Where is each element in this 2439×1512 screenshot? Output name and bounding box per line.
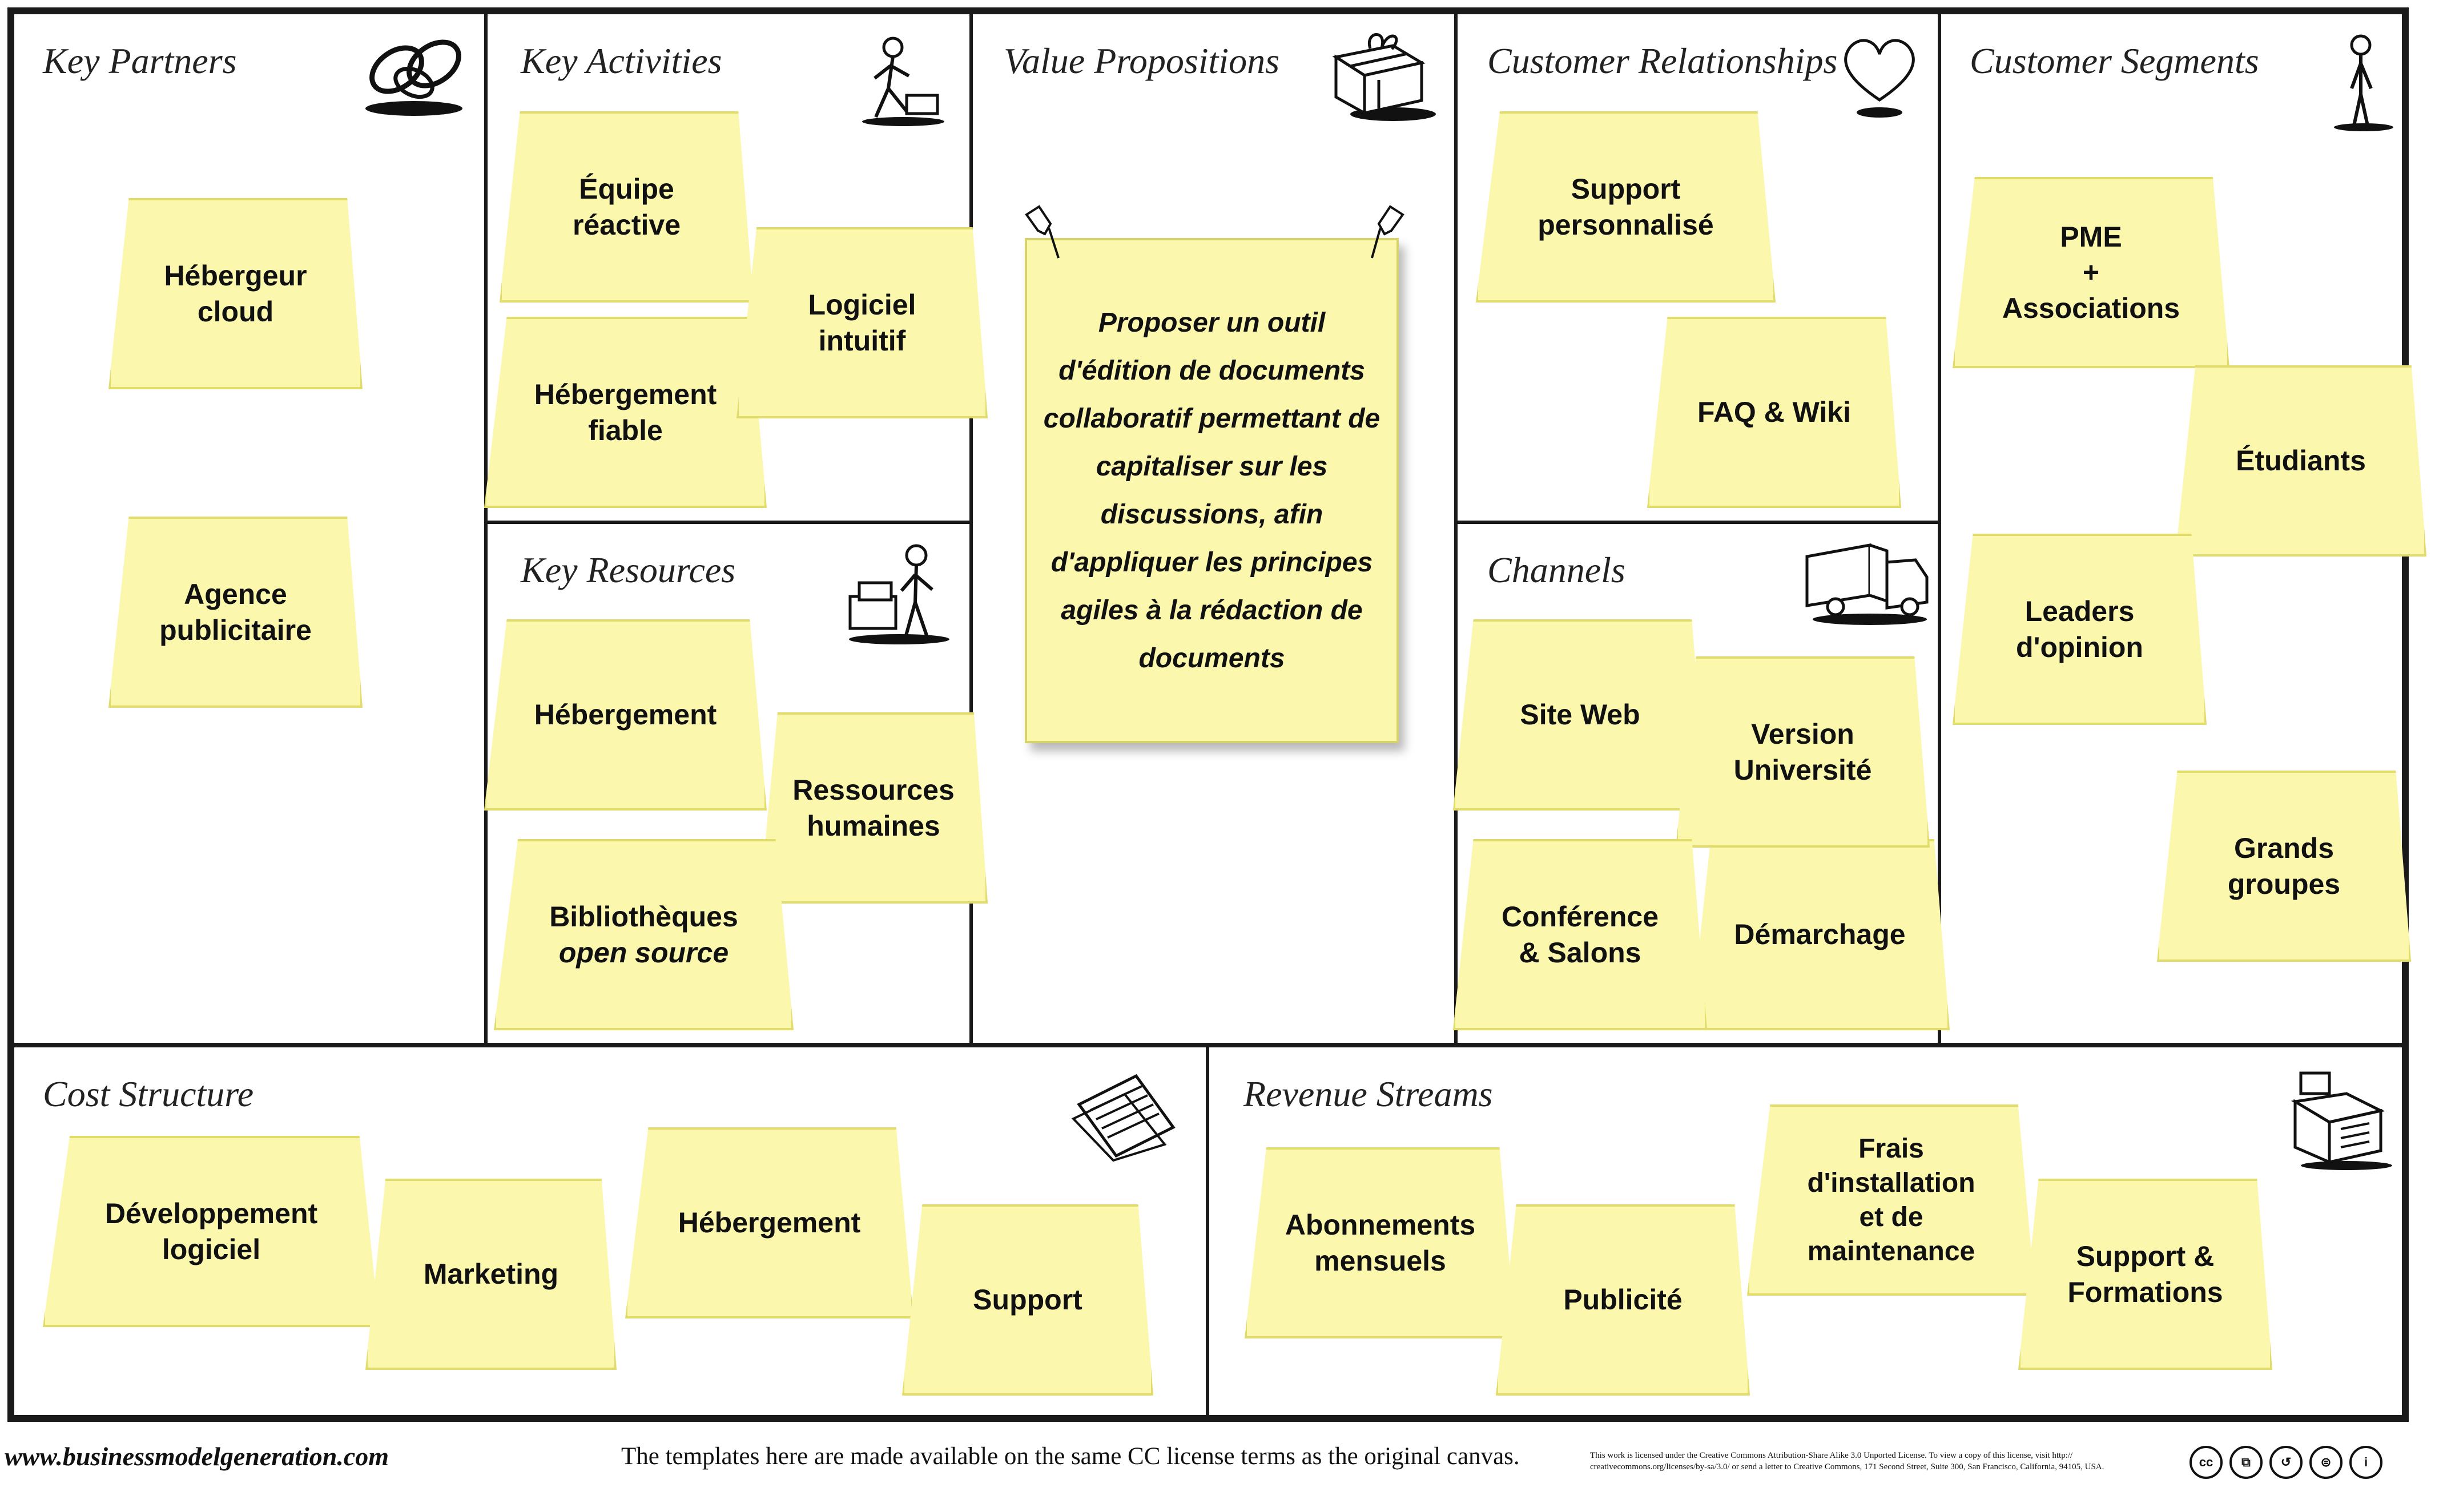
sticky-note-frais-installation: Frais d'installation et de maintenance: [1747, 1104, 2035, 1296]
sticky-note-site-web: Site Web: [1453, 619, 1707, 811]
divider-cr-ch: [1456, 521, 1939, 524]
price-tag-icon: [1071, 1074, 1176, 1162]
divider-kp-ka: [484, 7, 488, 1046]
sticky-note-grands-groupes: Grands groupes: [2157, 771, 2411, 962]
divider-ka-vp: [969, 7, 973, 1046]
person-with-boxes-icon: [848, 544, 949, 644]
divider-ka-kr: [486, 521, 971, 524]
channels-title: Channels: [1487, 550, 1625, 590]
footer-license-text: This work is licensed under the Creative…: [1590, 1451, 2104, 1472]
key-partners-title: Key Partners: [43, 41, 237, 81]
customer-segments-title: Customer Segments: [1970, 41, 2259, 81]
sticky-note-conference-salons: Conférence & Salons: [1453, 839, 1707, 1030]
no-derivatives-icon: ⊜: [2309, 1446, 2343, 1479]
library-note-line2: open source: [558, 936, 729, 969]
sticky-note-bibliotheques-open-source: Bibliothèques open source: [494, 839, 794, 1030]
sticky-note-hebergeur-cloud: Hébergeur cloud: [108, 198, 363, 389]
sticky-note-etudiants: Étudiants: [2175, 365, 2426, 557]
key-activities-title: Key Activities: [521, 41, 722, 81]
chain-links-icon: [365, 39, 462, 116]
sticky-note-demarchage: Démarchage: [1690, 839, 1950, 1030]
sticky-note-agence-publicitaire: Agence publicitaire: [108, 517, 363, 708]
divider-cr-cs: [1938, 7, 1941, 1046]
delivery-truck-icon: [1805, 543, 1929, 625]
sticky-note-version-universite: Version Université: [1676, 656, 1930, 848]
canvas-frame: [7, 7, 2409, 1422]
sticky-note-marketing: Marketing: [365, 1179, 617, 1370]
sticky-note-faq-wiki: FAQ & Wiki: [1647, 317, 1901, 508]
cash-register-icon: [2291, 1071, 2392, 1170]
sticky-note-support-formations: Support & Formations: [2018, 1179, 2272, 1370]
key-resources-title: Key Resources: [521, 550, 736, 590]
sticky-note-publicite: Publicité: [1496, 1204, 1750, 1396]
value-propositions-title: Value Propositions: [1004, 41, 1279, 81]
sticky-note-developpement-logiciel: Développement logiciel: [43, 1136, 380, 1327]
customer-relationships-title: Customer Relationships: [1487, 41, 1838, 81]
cc-icon: cc: [2190, 1446, 2223, 1479]
sticky-note-abonnements-mensuels: Abonnements mensuels: [1245, 1147, 1516, 1338]
sticky-note-ressources-humaines: Ressources humaines: [759, 712, 988, 904]
copy-icon: ⧉: [2229, 1446, 2263, 1479]
heart-icon: [1844, 39, 1915, 118]
sticky-note-equipe-reactive: Équipe réactive: [500, 111, 754, 303]
gift-box-icon: [1332, 33, 1436, 121]
sticky-note-pme-associations: PME + Associations: [1953, 177, 2229, 368]
sticky-note-hebergement-resource: Hébergement: [484, 619, 767, 811]
pushpin-right-icon: [1371, 205, 1404, 259]
divider-cost-revenue: [1206, 1045, 1209, 1421]
cost-structure-title: Cost Structure: [43, 1074, 254, 1114]
sticky-note-support-personnalise: Support personnalisé: [1476, 111, 1776, 303]
footer-license-note: The templates here are made available on…: [621, 1443, 1520, 1470]
revenue-streams-title: Revenue Streams: [1243, 1074, 1493, 1114]
worker-icon: [862, 37, 944, 126]
sticky-note-support-cost: Support: [902, 1204, 1153, 1396]
library-note-line1: Bibliothèques: [549, 901, 738, 933]
pushpin-left-icon: [1025, 205, 1060, 259]
share-alike-icon: ↺: [2269, 1446, 2303, 1479]
sticky-note-logiciel-intuitif: Logiciel intuitif: [736, 227, 988, 418]
attribution-icon: i: [2349, 1446, 2382, 1479]
person-icon: [2334, 34, 2393, 131]
value-proposition-note: Proposer un outil d'édition de documents…: [1025, 238, 1399, 743]
sticky-note-hebergement-cost: Hébergement: [625, 1127, 913, 1319]
sticky-note-hebergement-fiable: Hébergement fiable: [484, 317, 767, 508]
sticky-note-leaders-opinion: Leaders d'opinion: [1953, 534, 2207, 725]
divider-vp-cr: [1454, 7, 1458, 1046]
footer-url-link[interactable]: www.businessmodelgeneration.com: [5, 1442, 389, 1471]
